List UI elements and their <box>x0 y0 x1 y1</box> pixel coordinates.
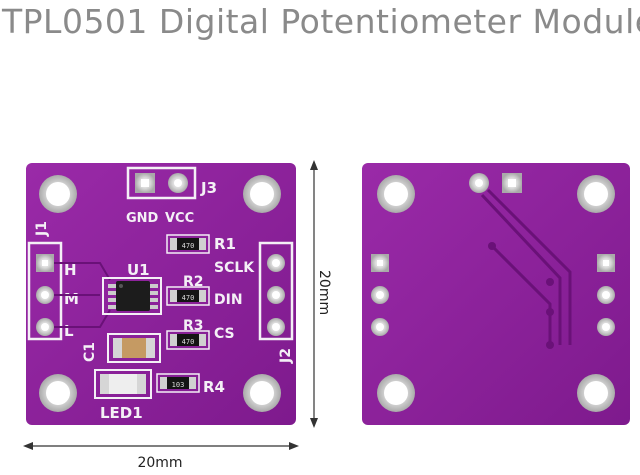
r2-code: 470 <box>182 294 195 302</box>
resistor-r1: 470 <box>166 234 210 254</box>
u1-chip <box>102 277 162 315</box>
r2-label: R2 <box>183 274 204 290</box>
pin-m-label: M <box>64 290 79 308</box>
resistor-r4: 103 <box>156 373 200 393</box>
sclk-label: SCLK <box>214 260 255 276</box>
resistor-r2: 470 <box>166 286 210 306</box>
gnd-label: GND <box>126 211 159 226</box>
width-dimension: 20mm <box>23 442 299 471</box>
r1-code: 470 <box>182 242 195 250</box>
page-title: TPL0501 Digital Potentiometer Module <box>2 2 640 41</box>
c1-label: C1 <box>82 342 98 362</box>
pin-l-label: L <box>64 322 74 340</box>
r4-label: R4 <box>203 378 225 396</box>
mounting-holes-front <box>39 175 281 412</box>
din-label: DIN <box>214 292 243 308</box>
pin-h-label: H <box>64 261 77 279</box>
u1-label: U1 <box>127 261 150 279</box>
cs-label: CS <box>214 326 235 342</box>
back-pcb <box>362 163 630 425</box>
vcc-label: VCC <box>165 211 194 226</box>
j3-label: J3 <box>200 179 217 197</box>
width-label: 20mm <box>137 455 182 471</box>
back-board <box>362 163 630 425</box>
height-dimension: 20mm <box>310 160 332 428</box>
capacitor-c1 <box>107 333 161 363</box>
r3-label: R3 <box>183 318 204 334</box>
j1-label: J1 <box>34 221 50 237</box>
r3-code: 470 <box>182 338 195 346</box>
height-label: 20mm <box>316 270 332 315</box>
j2-label: J2 <box>278 348 294 364</box>
r4-code: 103 <box>172 381 185 389</box>
r1-label: R1 <box>214 235 236 253</box>
resistor-r3: 470 <box>166 330 210 350</box>
led1-label: LED1 <box>100 404 143 422</box>
led-led1 <box>94 369 152 399</box>
front-board: J3 GND VCC J1 H M L J2 SCLK DIN CS U1 <box>26 163 296 425</box>
